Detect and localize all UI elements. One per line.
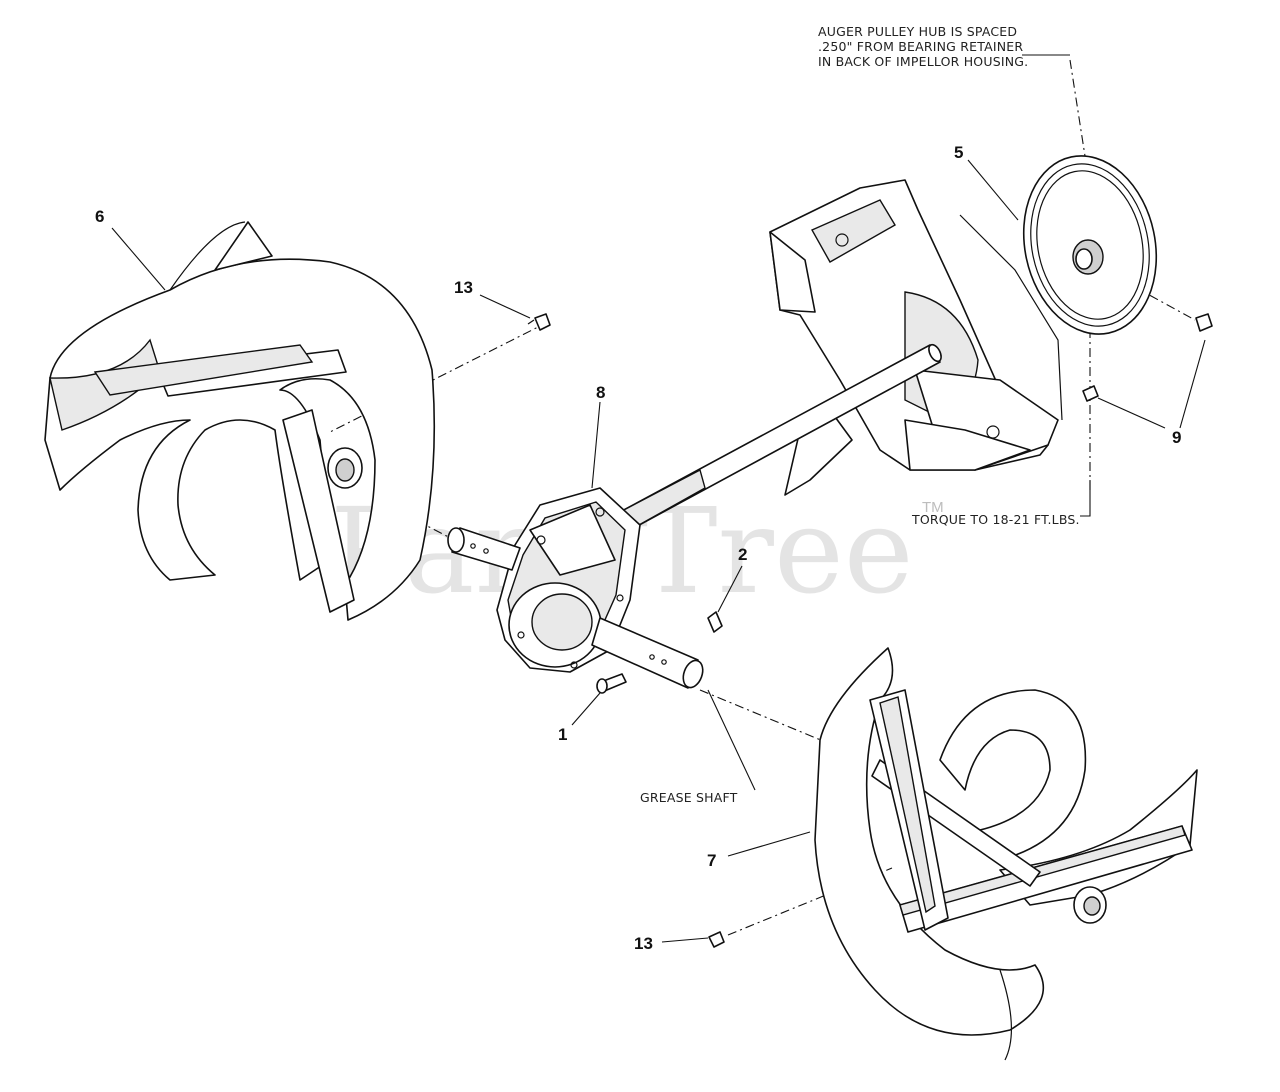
right-auger-assembly xyxy=(814,647,1198,1061)
leader-torque-note xyxy=(1080,480,1091,517)
bracket-nut xyxy=(1082,385,1099,402)
watermark-trademark: TM xyxy=(922,499,944,516)
pulley-set-screw xyxy=(1195,313,1213,332)
callout-9: 9 xyxy=(1172,428,1181,447)
callout-13-lower: 13 xyxy=(634,934,653,953)
callout-7: 7 xyxy=(707,851,716,870)
pulley-hub-note-line-1: AUGER PULLEY HUB IS SPACED xyxy=(818,24,1017,39)
leader-8 xyxy=(591,401,601,489)
leader-7 xyxy=(727,831,811,857)
pulley-hub-note: AUGER PULLEY HUB IS SPACED .250" FROM BE… xyxy=(818,24,1028,69)
upper-auger-bolt xyxy=(527,313,551,331)
pulley-hub-note-line-3: IN BACK OF IMPELLOR HOUSING. xyxy=(818,54,1028,69)
pulley-hub-note-line-2: .250" FROM BEARING RETAINER xyxy=(818,39,1023,54)
torque-note: TORQUE TO 18-21 FT.LBS. xyxy=(911,512,1080,527)
leader-13-upper xyxy=(479,294,531,319)
callout-6: 6 xyxy=(95,207,104,226)
impeller-housing-bracket xyxy=(769,179,1063,496)
grease-shaft-note: GREASE SHAFT xyxy=(640,790,738,805)
leader-1 xyxy=(571,692,601,726)
leader-9 xyxy=(1097,397,1166,429)
auger-pulley xyxy=(1022,155,1158,335)
callout-8: 8 xyxy=(596,383,605,402)
right-stub-shaft xyxy=(591,617,704,689)
left-stub-shaft xyxy=(447,527,521,571)
leader-grease xyxy=(707,689,756,791)
leader-6 xyxy=(111,227,166,291)
callout-1: 1 xyxy=(558,725,567,744)
callout-5: 5 xyxy=(954,143,963,162)
callout-13-upper: 13 xyxy=(454,278,473,297)
leader-2 xyxy=(717,565,743,613)
lower-auger-bolt xyxy=(708,931,725,948)
leader-13-lower xyxy=(661,937,709,943)
bolt-centerline xyxy=(1099,267,1196,321)
left-auger-assembly xyxy=(44,221,436,621)
leader-5 xyxy=(967,159,1019,221)
leader-9-screw xyxy=(1179,339,1206,429)
right-shaft-centerline xyxy=(699,689,841,749)
woodruff-key xyxy=(707,611,723,633)
gearbox-bolt xyxy=(596,673,627,694)
callout-2: 2 xyxy=(738,545,747,564)
